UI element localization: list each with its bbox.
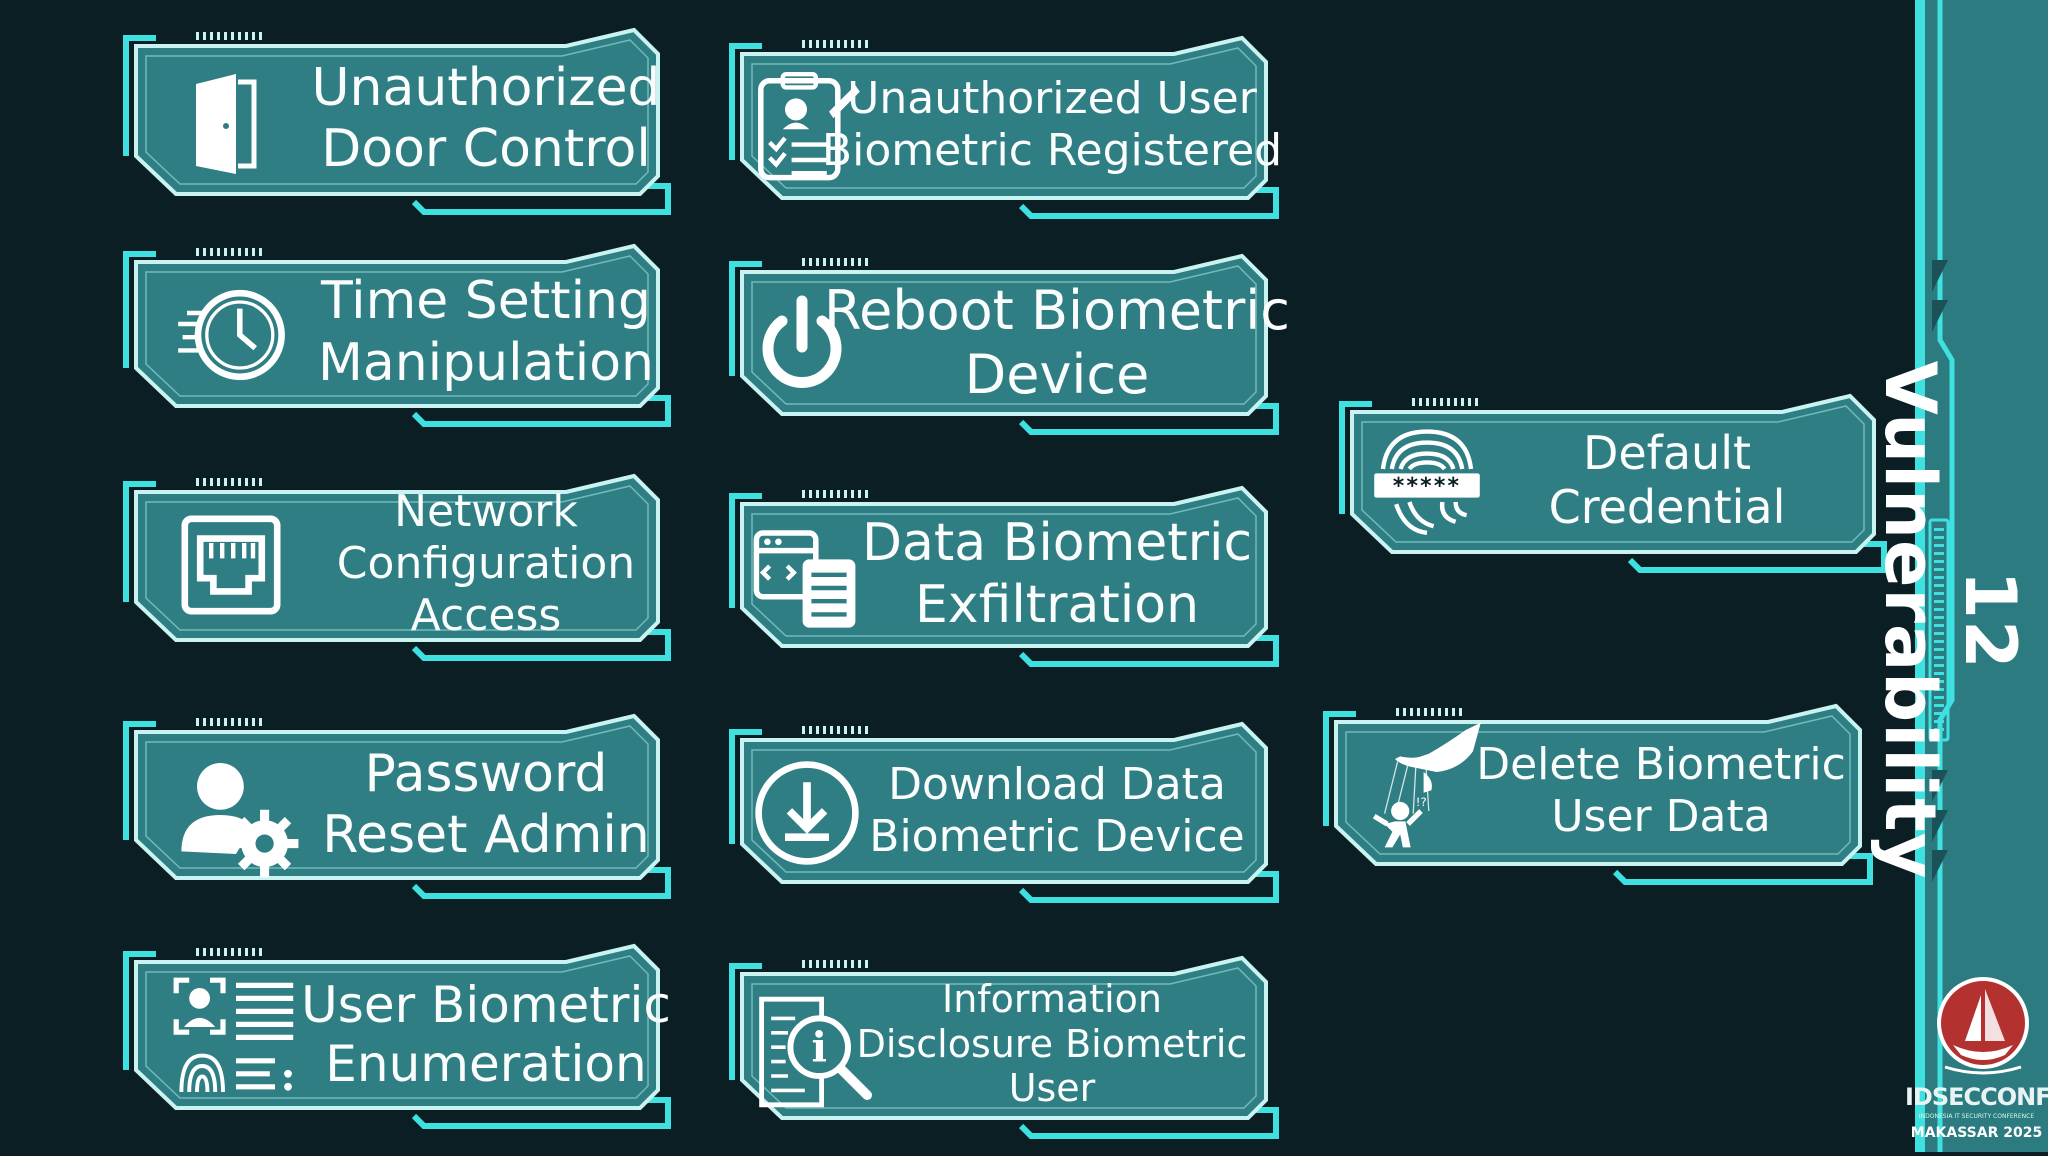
vuln-card-label-line: Configuration	[336, 538, 636, 590]
svg-text:i: i	[811, 1024, 827, 1072]
vuln-card-label-line: Door Control	[321, 119, 651, 179]
conference-logo: IDSECCONF INDONESIA IT SECURITY CONFEREN…	[1905, 975, 2048, 1152]
sidebar-banner	[1912, 0, 2048, 1152]
id-fingerprint-list-icon	[166, 975, 306, 1109]
puppet-hand-icon: !?	[1356, 710, 1486, 864]
download-circle-icon	[752, 758, 862, 872]
vuln-card-label-line: Network	[394, 486, 578, 538]
vuln-card-label-line: Unauthorized User	[847, 72, 1257, 124]
vuln-card-label-line: Default	[1582, 425, 1752, 480]
vuln-card-label-line: Manipulation	[317, 332, 655, 393]
clock-icon	[176, 280, 286, 394]
user-gear-icon	[171, 750, 301, 884]
vuln-card-label-line: Device	[964, 342, 1150, 406]
vuln-card-label-line: Information	[942, 976, 1162, 1021]
ethernet-port-icon	[176, 510, 286, 624]
code-window-document-icon	[752, 522, 862, 636]
power-icon	[752, 290, 852, 404]
document-info-magnifier-icon: i	[752, 992, 872, 1116]
vuln-card-label-line: Reboot Biometric	[824, 278, 1290, 342]
sidebar-title: 12 Vulnerability	[1869, 320, 2031, 920]
vuln-card-label-line: Biometric Registered	[821, 124, 1283, 176]
vuln-card-label-line: Unauthorized	[311, 57, 661, 118]
vuln-card-label-line: Enumeration	[325, 1035, 647, 1093]
vuln-card-label-line: Download Data	[888, 758, 1226, 810]
vuln-card-label-line: Delete Biometric	[1476, 739, 1846, 791]
vuln-card-label-line: Access	[410, 589, 562, 641]
door-icon	[176, 64, 276, 188]
logo-event: MAKASSAR 2025	[1910, 1125, 2043, 1141]
vuln-card-label-line: User Data	[1551, 791, 1771, 842]
vuln-card-label-line: User	[1008, 1066, 1096, 1111]
svg-text:*****: *****	[1393, 474, 1462, 499]
vuln-card-label-line: Exfiltration	[914, 574, 1200, 635]
vuln-card-label-line: Data Biometric	[861, 513, 1253, 574]
logo-tagline: INDONESIA IT SECURITY CONFERENCE	[1918, 1113, 2035, 1120]
fingerprint-password-icon: *****	[1372, 425, 1482, 539]
vuln-card-label-line: User Biometric	[301, 976, 671, 1034]
clipboard-user-checklist-icon	[752, 72, 862, 186]
vuln-card-label-line: Time Setting	[321, 271, 651, 332]
sidebar-title-text: 12 Vulnerability	[1869, 360, 2031, 880]
vuln-card-label-line: Password	[364, 743, 608, 804]
logo-brand: IDSECCONF	[1905, 1083, 2048, 1111]
svg-text:!?: !?	[1416, 795, 1427, 809]
vuln-card-label-line: Credential	[1548, 480, 1786, 534]
vuln-card-label-line: Biometric Device	[869, 810, 1245, 862]
vuln-card-label-line: Disclosure Biometric	[856, 1021, 1248, 1066]
vuln-card-label-line: Reset Admin	[322, 805, 650, 865]
